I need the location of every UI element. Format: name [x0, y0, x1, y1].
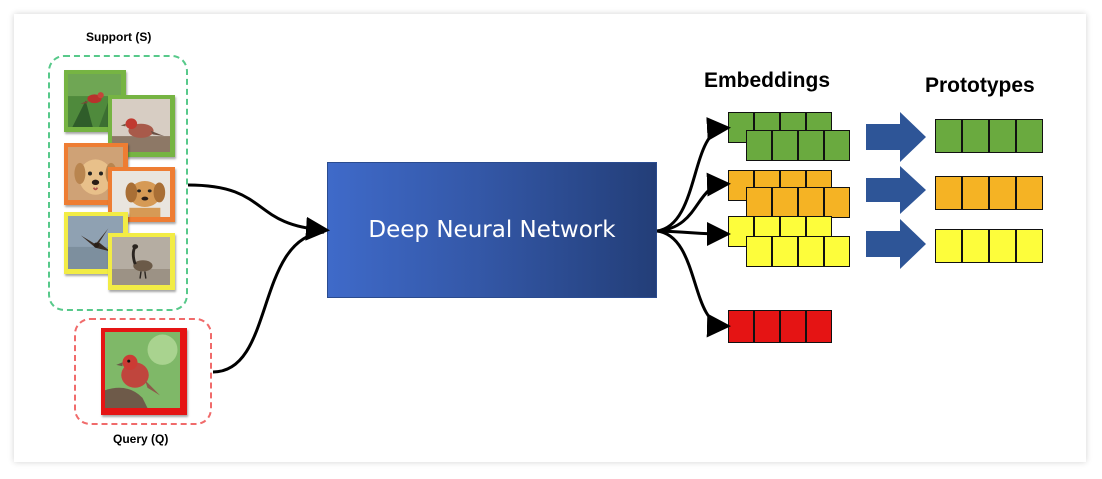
network-label: Deep Neural Network: [368, 217, 616, 243]
deep-neural-network-block: Deep Neural Network: [327, 162, 657, 298]
query-label: Query (Q): [113, 432, 169, 446]
support-image-flying-bird-2: [108, 233, 175, 290]
prototype-arrow-flying-bird: [866, 219, 926, 269]
prototype-arrow-dog: [866, 166, 926, 214]
prototypes-heading: Prototypes: [925, 74, 1035, 97]
embedding-query: [728, 310, 832, 343]
prototype-flying-bird: [935, 229, 1043, 263]
embedding-dog-front: [746, 187, 850, 218]
query-image: [101, 328, 187, 415]
query-to-network-connector: [212, 230, 325, 374]
network-to-dog-embedding: [656, 172, 731, 233]
embedding-bird-front: [746, 130, 850, 161]
support-label: Support (S): [86, 30, 152, 44]
prototype-arrow-bird: [866, 112, 926, 162]
support-image-dog-2: [108, 167, 175, 222]
embedding-flying-bird-back: [728, 216, 832, 247]
embedding-flying-bird-front: [746, 236, 850, 267]
network-to-bird-embedding: [656, 117, 731, 233]
prototype-bird: [935, 119, 1043, 153]
support-to-network-connector: [187, 183, 330, 241]
network-to-query-embedding: [656, 229, 731, 338]
query-set-box: [74, 318, 212, 425]
embeddings-heading: Embeddings: [704, 69, 831, 92]
prototype-dog: [935, 176, 1043, 210]
network-to-flying-bird-embedding: [656, 221, 731, 246]
support-set-box: [48, 55, 188, 311]
